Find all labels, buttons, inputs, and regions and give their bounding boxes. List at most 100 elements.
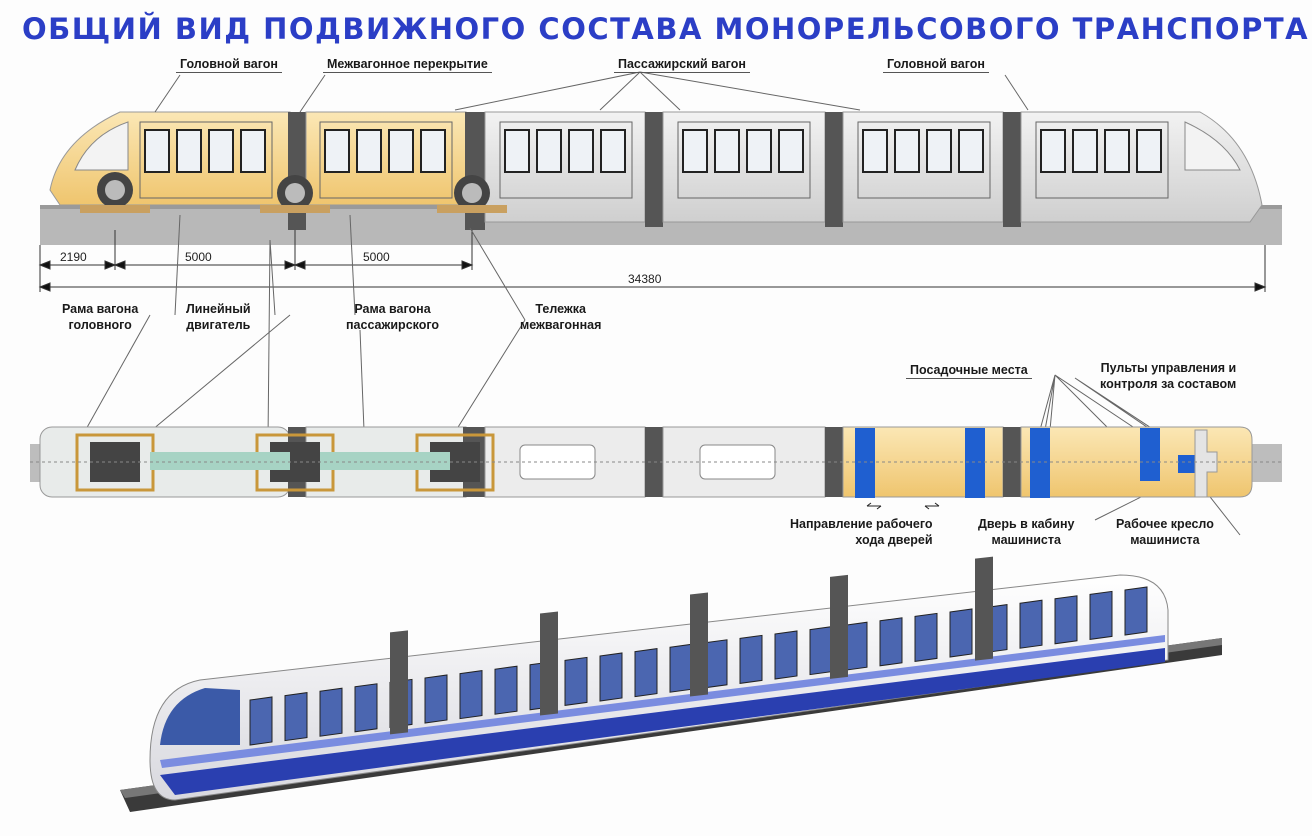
- label-line: Дверь в кабину: [978, 517, 1075, 531]
- door-frame: [677, 121, 811, 199]
- window-3d: [599, 652, 623, 702]
- window-3d: [284, 692, 308, 742]
- label-line: пассажирского: [346, 318, 440, 332]
- label-line: Рама вагона: [62, 302, 139, 316]
- blue-stripe: [160, 648, 1165, 795]
- window: [682, 129, 708, 173]
- label-line: Тележка: [535, 302, 586, 316]
- label-linear-motor: Линейный двигатель: [186, 301, 251, 333]
- label-line: головного: [68, 318, 132, 332]
- window: [324, 129, 350, 173]
- dim-5000-a: 5000: [185, 250, 212, 264]
- dim-5000-b: 5000: [363, 250, 390, 264]
- window-3d: [1019, 599, 1043, 649]
- window-3d: [914, 612, 938, 662]
- leader-lines: [79, 71, 1241, 536]
- label-intercar-cover: Межвагонное перекрытие: [323, 56, 492, 73]
- window-3d: [704, 639, 728, 689]
- linear-motor: [150, 452, 290, 470]
- window-3d: [739, 634, 763, 684]
- windshield: [160, 688, 240, 745]
- window: [894, 129, 920, 173]
- label-head-car-right: Головной вагон: [883, 56, 989, 73]
- label-line: Рабочее кресло: [1116, 517, 1214, 531]
- label-line: двигатель: [186, 318, 251, 332]
- window: [1104, 129, 1130, 173]
- articulation-3d: [690, 592, 708, 697]
- window: [746, 129, 772, 173]
- window-3d: [634, 648, 658, 698]
- window-3d: [494, 665, 518, 715]
- window: [958, 129, 984, 173]
- label-passenger-frame: Рама вагона пассажирского: [346, 301, 439, 333]
- articulation-3d: [390, 630, 408, 735]
- bogie-frame: [437, 205, 507, 213]
- dim-2190: 2190: [60, 250, 87, 264]
- label-line: машиниста: [1130, 533, 1200, 547]
- side-view: [40, 111, 1282, 245]
- label-passenger-car: Пассажирский вагон: [614, 56, 750, 73]
- window-3d: [424, 674, 448, 724]
- label-head-car-left: Головной вагон: [176, 56, 282, 73]
- page-title: ОБЩИЙ ВИД ПОДВИЖНОГО СОСТАВА МОНОРЕЛЬСОВ…: [22, 12, 1310, 46]
- articulation-3d: [540, 611, 558, 716]
- seat-block: [855, 428, 875, 498]
- window-3d: [319, 687, 343, 737]
- control-console: [1194, 429, 1218, 498]
- window: [356, 129, 382, 173]
- window: [600, 129, 626, 173]
- articulation-3d: [830, 574, 848, 679]
- window: [568, 129, 594, 173]
- bogie-frame: [260, 205, 330, 213]
- window: [1136, 129, 1162, 173]
- train-3d-view: [120, 556, 1222, 812]
- window: [926, 129, 952, 173]
- wheel-hub: [285, 183, 305, 203]
- window-3d: [809, 626, 833, 676]
- window: [208, 129, 234, 173]
- label-driver-seat: Рабочее кресло машиниста: [1116, 516, 1214, 548]
- window: [420, 129, 446, 173]
- label-door-direction: Направление рабочего хода дверей: [790, 516, 933, 548]
- door-frame: [1035, 121, 1169, 199]
- seat-block: [1030, 428, 1050, 498]
- articulation-3d: [975, 556, 993, 661]
- window-3d: [879, 617, 903, 667]
- window: [240, 129, 266, 173]
- window: [714, 129, 740, 173]
- wheel-hub: [105, 180, 125, 200]
- intercar-joint: [1003, 112, 1021, 227]
- label-head-frame: Рама вагона головного: [62, 301, 138, 333]
- intercar-joint: [645, 112, 663, 227]
- label-line: Направление рабочего: [790, 517, 933, 531]
- wheel-hub: [462, 183, 482, 203]
- window-3d: [774, 630, 798, 680]
- label-seats: Посадочные места: [906, 362, 1032, 379]
- bogie-frame: [80, 205, 150, 213]
- window: [388, 129, 414, 173]
- linear-motor: [320, 452, 450, 470]
- label-consoles: Пульты управления и контроля за составом: [1100, 360, 1236, 392]
- label-cab-door: Дверь в кабину машиниста: [978, 516, 1074, 548]
- label-bogie: Тележка межвагонная: [520, 301, 601, 333]
- window: [778, 129, 804, 173]
- window: [862, 129, 888, 173]
- window: [176, 129, 202, 173]
- label-line: контроля за составом: [1100, 377, 1237, 391]
- door-frame: [319, 121, 453, 199]
- window-3d: [844, 621, 868, 671]
- door-frame: [857, 121, 991, 199]
- window-3d: [1089, 590, 1113, 640]
- window-3d: [249, 696, 273, 746]
- intercar-joint: [825, 112, 843, 227]
- window: [536, 129, 562, 173]
- window: [144, 129, 170, 173]
- window: [1072, 129, 1098, 173]
- label-line: машиниста: [991, 533, 1061, 547]
- label-line: Линейный: [186, 302, 251, 316]
- dim-total: 34380: [628, 272, 662, 286]
- label-line: Рама вагона: [354, 302, 431, 316]
- plan-view: [30, 426, 1282, 510]
- window-3d: [669, 643, 693, 693]
